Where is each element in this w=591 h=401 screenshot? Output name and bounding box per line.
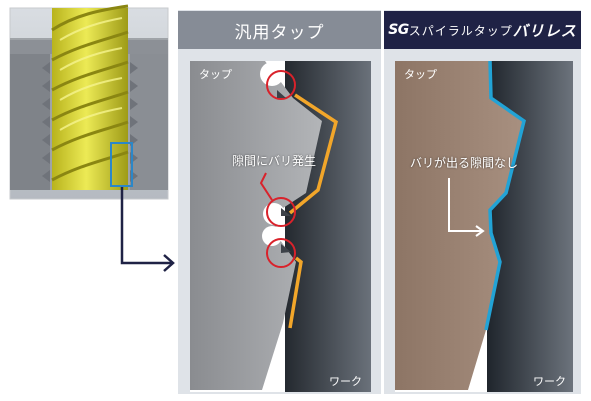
burr-marker-3 <box>266 238 296 268</box>
sg-title-middle: スパイラルタップ <box>408 23 513 38</box>
sg-barless-panel <box>384 10 581 394</box>
sg-brand-mark: SG <box>388 22 409 38</box>
generic-tap-label: タップ <box>199 68 232 81</box>
burr-line-orange <box>288 93 339 215</box>
barless-tap-label: タップ <box>404 68 437 81</box>
burr-marker-2 <box>266 197 296 227</box>
generic-tap-title: 汎用タップ <box>234 22 325 43</box>
callout-arrow-right <box>448 178 485 237</box>
tap-highlight-box <box>110 142 133 187</box>
sg-title-end: バリレス <box>512 21 577 40</box>
callout-pointer-left <box>259 172 273 201</box>
sg-barless-title: SG スパイラルタップ バリレス <box>384 11 581 49</box>
burr-callout: 隙間にバリ発生 <box>232 154 317 168</box>
generic-tap-panel <box>178 10 381 394</box>
tap-photo <box>9 4 169 200</box>
generic-tap-profile <box>190 61 322 390</box>
barless-work-label: ワーク <box>533 375 566 388</box>
barless-tap-profile <box>395 61 524 390</box>
no-gap-callout: バリが出る隙間なし <box>410 156 519 170</box>
connector-arrow <box>120 187 175 272</box>
generic-work-label: ワーク <box>329 375 362 388</box>
fit-line-blue <box>484 60 526 331</box>
burr-marker-1 <box>266 70 296 100</box>
